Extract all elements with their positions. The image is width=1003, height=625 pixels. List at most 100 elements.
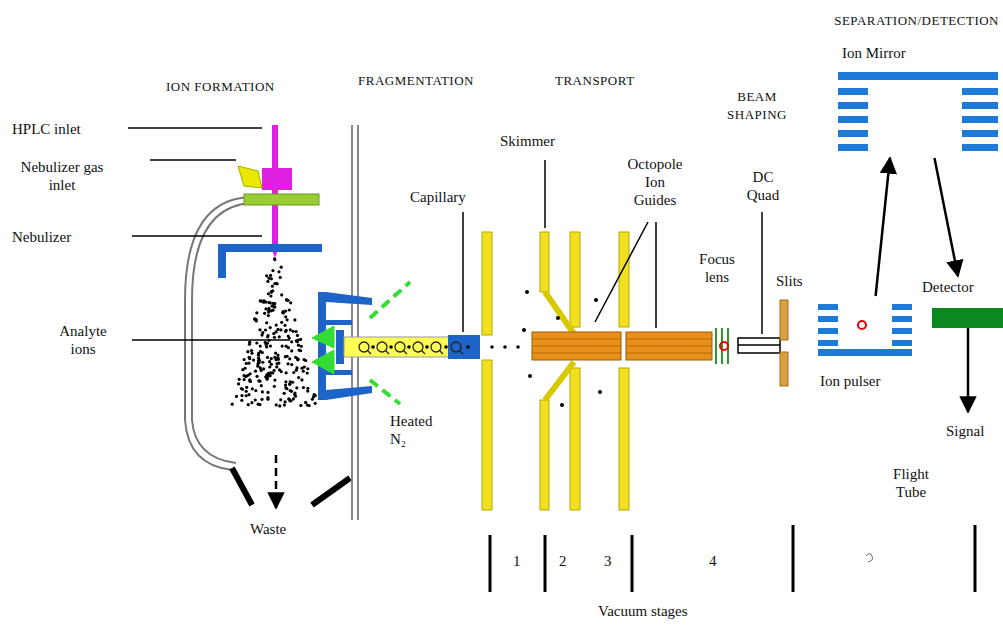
vacuum-plates	[570, 232, 580, 327]
spray-plume	[273, 336, 276, 339]
spray-plume	[295, 369, 298, 372]
ion-pulser	[818, 349, 912, 356]
vacuum-plates	[619, 232, 629, 327]
spray-plume	[257, 354, 260, 357]
nebulizer-body	[244, 194, 319, 205]
spray-plume	[266, 391, 269, 394]
spray-plume	[253, 317, 256, 320]
spray-plume	[292, 371, 295, 374]
waste-arrow	[275, 455, 278, 508]
spray-chamber	[185, 197, 318, 470]
part-label: Flight Tube	[884, 465, 938, 501]
ion-mirror	[838, 116, 868, 123]
spray-plume	[276, 328, 279, 331]
instrument-stage-box: Ion pulser	[812, 296, 918, 392]
heated-gas	[370, 282, 410, 318]
part-label: Signal	[946, 422, 984, 440]
leader-line	[128, 127, 262, 129]
spray-plume	[277, 270, 280, 273]
leader-line	[761, 212, 763, 334]
spray-plume	[235, 395, 238, 398]
spray-plume	[266, 376, 269, 379]
part-label: Capillary	[410, 188, 466, 206]
spray-plume	[285, 345, 288, 348]
spray-plume	[302, 386, 305, 389]
spray-plume	[288, 382, 291, 385]
part-label: Ion Mirror	[842, 44, 1000, 62]
ion-stream	[466, 345, 470, 349]
spray-plume	[261, 361, 264, 364]
spray-plume	[248, 343, 251, 346]
spray-plume	[270, 290, 273, 293]
vacuum-plates	[482, 232, 492, 335]
octopole	[532, 339, 712, 353]
focus-lens	[716, 328, 728, 364]
spray-plume	[271, 285, 274, 288]
ion-stream	[516, 345, 520, 349]
hplc-inlet	[262, 125, 292, 258]
spray-plume	[268, 365, 271, 368]
spray-plume	[281, 345, 284, 348]
ion-mirror	[962, 130, 998, 137]
spray-plume	[313, 393, 316, 396]
spray-plume	[250, 349, 253, 352]
spray-plume	[283, 392, 286, 395]
spray-plume	[273, 258, 276, 261]
vacuum-plates	[482, 360, 492, 510]
spray-plume	[289, 389, 292, 392]
vacuum-plates	[619, 368, 629, 510]
spray-plume	[266, 396, 269, 399]
octopole	[532, 332, 712, 360]
leader-line	[132, 339, 290, 341]
spray-plume	[252, 358, 255, 361]
spray-plume	[273, 302, 276, 305]
ion-pulser	[892, 328, 912, 334]
spray-plume	[273, 385, 276, 388]
spray-plume	[296, 334, 299, 337]
ion-pulser	[818, 328, 838, 334]
heated-gas	[312, 350, 334, 374]
spray-plume	[231, 403, 234, 406]
part-label: DC Quad	[740, 168, 786, 204]
spray-plume	[266, 356, 269, 359]
focus-lens	[715, 328, 717, 364]
drain	[232, 468, 252, 505]
spray-plume	[289, 328, 292, 331]
vacuum-plates	[540, 232, 549, 292]
drain	[312, 478, 350, 505]
spray-plume	[263, 312, 266, 315]
leader-line	[128, 128, 762, 340]
ion-stream	[451, 342, 463, 354]
section-heading: FRAGMENTATION	[358, 72, 474, 90]
spray-plume	[267, 314, 270, 317]
spray-plume	[258, 328, 261, 331]
gas-molecules	[560, 403, 564, 407]
ion-mirror	[838, 72, 998, 151]
dc-quad	[738, 338, 780, 353]
spray-plume	[255, 311, 258, 314]
ion-mirror	[838, 88, 868, 95]
ion-mirror	[838, 144, 868, 151]
spray-plume	[269, 344, 272, 347]
ion-stream	[407, 345, 411, 349]
spray-plume	[247, 403, 250, 406]
ion-pulser	[818, 304, 912, 356]
spray-plume	[274, 352, 277, 355]
part-label: Octopole Ion Guides	[622, 155, 688, 209]
spray-plume	[300, 378, 303, 381]
spray-plume	[284, 400, 287, 403]
part-label: Vacuum stages	[598, 602, 688, 620]
spray-plume	[246, 350, 249, 353]
spray-plume	[314, 402, 317, 405]
spray-plume	[279, 328, 282, 331]
end-plate	[318, 292, 326, 400]
spray-plume	[266, 335, 269, 338]
ion-packet	[858, 321, 866, 329]
leader-line	[462, 212, 464, 332]
hplc-inlet	[262, 168, 292, 190]
spray-plume	[247, 374, 250, 377]
spray-plume	[254, 389, 257, 392]
spray-plume	[276, 282, 279, 285]
spray-plume	[273, 257, 276, 260]
